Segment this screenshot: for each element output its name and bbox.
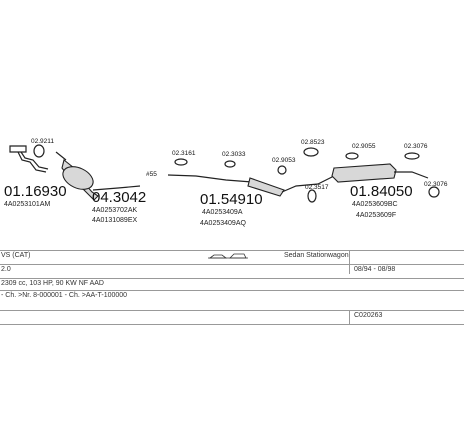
table-divider	[349, 310, 350, 324]
part-label-s4: 02.3033	[222, 151, 246, 158]
oe-number-1: 4A0253101AM	[4, 201, 50, 208]
oe-number-4a: 4A0253609BC	[352, 201, 398, 208]
table-row: C020263	[0, 310, 464, 321]
part-label-s3: 02.3161	[172, 150, 196, 157]
part-label-s10: 02.3076	[424, 181, 448, 188]
oe-number-2b: 4A0131089EX	[92, 217, 137, 224]
part-label-s2: #55	[146, 171, 157, 178]
oe-number-2a: 4A0253702AK	[92, 207, 137, 214]
rear-silencer-drawing	[317, 152, 440, 198]
part-label-s8: 02.9055	[352, 143, 376, 150]
engine-spec-cell: 2309 cc, 103 HP, 90 KW NF AAD	[1, 280, 104, 287]
car-icon	[208, 252, 248, 262]
date-range-cell: 08/94 - 08/98	[354, 266, 396, 273]
catalytic-converter-drawing	[55, 151, 141, 201]
part-number-2: 04.3042	[92, 189, 146, 206]
body-type-cell: Sedan Stationwagon	[284, 252, 349, 259]
front-pipe-drawing	[9, 144, 49, 173]
oe-number-3b: 4A0253409AQ	[200, 220, 246, 227]
engine-cell: 2.0	[1, 266, 11, 273]
table-row: 2309 cc, 103 HP, 90 KW NF AAD	[0, 278, 464, 289]
part-label-s7: 02.3517	[305, 184, 329, 191]
part-label-s5: 02.9053	[272, 157, 296, 164]
oe-number-4b: 4A0253609F	[356, 212, 396, 219]
table-divider	[0, 324, 464, 335]
clamps-drawing	[277, 147, 319, 203]
part-label-s1: 02.9211	[31, 138, 54, 145]
centre-silencer-drawing	[167, 158, 319, 197]
part-label-s6: 02.8523	[301, 139, 325, 146]
part-number-4: 01.84050	[350, 183, 413, 200]
oe-number-3a: 4A0253409A	[202, 209, 243, 216]
table-row: 2.0 08/94 - 08/98	[0, 264, 464, 275]
table-row: - Ch. >Nr. 8-000001 - Ch. >AA-T-100000	[0, 290, 464, 301]
part-label-s9: 02.3076	[404, 143, 428, 150]
table-divider	[349, 250, 350, 274]
part-number-3: 01.54910	[200, 191, 263, 208]
table-row: VS (CAT) Sedan Stationwagon	[0, 250, 464, 261]
part-number-1: 01.16930	[4, 183, 67, 200]
model-cell: VS (CAT)	[1, 252, 31, 259]
exhaust-parts-diagram: 02.9211 #55 02.3161 02.3033 02.9053 02.8…	[4, 138, 448, 227]
chassis-range-cell: - Ch. >Nr. 8-000001 - Ch. >AA-T-100000	[1, 292, 128, 299]
code-cell: C020263	[354, 312, 383, 319]
